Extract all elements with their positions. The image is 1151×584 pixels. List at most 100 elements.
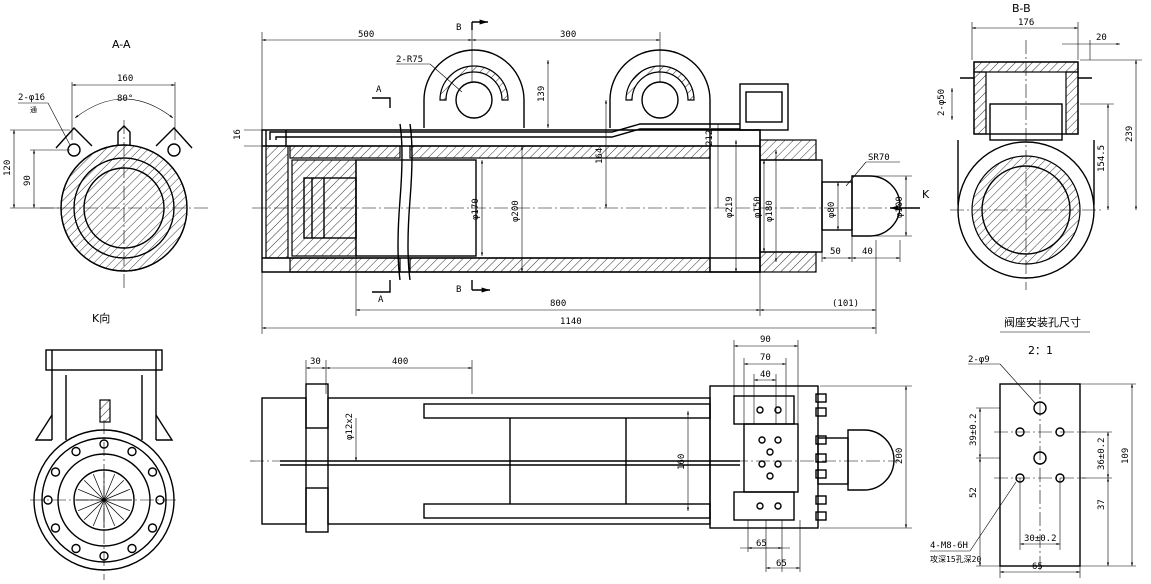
dim-40-plan: 40: [760, 370, 771, 380]
section-bb-title: B-B: [1012, 2, 1031, 15]
dim-212: 212: [705, 130, 715, 146]
dim-phi12x2: φ12x2: [345, 413, 355, 440]
dim-139: 139: [537, 86, 547, 102]
bolt-head: [815, 495, 827, 505]
dim-65-valve: 65: [1032, 562, 1043, 572]
spoke-line: [77, 488, 105, 501]
dim-120: 120: [3, 160, 13, 176]
dim-36-tol: 36±0.2: [1097, 437, 1107, 470]
dim-sr70: SR70: [868, 153, 890, 163]
spoke-line: [103, 499, 131, 512]
valve-detail-scale: 2：1: [1028, 344, 1053, 357]
spoke-line: [92, 473, 105, 501]
mount-hole: [756, 406, 764, 414]
bolt-hole: [127, 446, 137, 457]
section-b-b-view: B-B 176 20 2-φ50 239 154.5: [937, 2, 1142, 290]
rod-end-bolts: [756, 393, 827, 521]
dim-90: 90: [23, 175, 33, 186]
view-k-arrow-label: K: [922, 188, 930, 201]
dim-65-plan-b: 65: [776, 559, 787, 569]
mount-hole: [766, 472, 774, 480]
dim-109: 109: [1121, 448, 1131, 464]
plan-view: 30 400 φ12x2 160 200: [250, 335, 912, 572]
main-elevation-view: 500 300 B B A A 2-R75 139: [233, 22, 930, 334]
note-tap-depth: 攻深15孔深20: [930, 554, 981, 564]
dim-phi219: φ219: [725, 196, 735, 218]
spoke-line: [103, 479, 125, 501]
bolt-hole: [50, 523, 61, 533]
bolt-head: [815, 469, 827, 479]
mount-hole: [774, 460, 782, 468]
bolt-hole: [71, 446, 81, 457]
dim-phi150: φ150: [753, 196, 763, 218]
mount-hole: [774, 436, 782, 444]
dim-160-plan: 160: [677, 454, 687, 470]
dim-2-phi50: 2-φ50: [937, 89, 947, 116]
note-through: 通: [30, 105, 37, 114]
dim-400: 400: [392, 357, 408, 367]
dim-40: 40: [862, 247, 873, 257]
dim-160: 160: [117, 74, 133, 84]
bolt-head: [815, 453, 827, 463]
valve-detail-title: 阀座安装孔尺寸: [1004, 315, 1081, 329]
dim-154-5: 154.5: [1097, 145, 1107, 172]
dim-20: 20: [1096, 33, 1107, 43]
spoke-line: [83, 479, 105, 501]
dim-37: 37: [1097, 499, 1107, 510]
dim-4-m8: 4-M8-6H: [930, 541, 968, 551]
flange-bolt-holes: [43, 439, 165, 561]
dim-phi80: φ80: [827, 202, 837, 218]
mount-hole: [766, 448, 774, 456]
bolt-head: [815, 407, 827, 417]
mount-hole: [758, 436, 766, 444]
dim-164: 164: [595, 148, 605, 164]
dim-176: 176: [1018, 18, 1034, 28]
section-mark-a-top: A: [376, 85, 382, 95]
dim-200-plan: 200: [895, 448, 905, 464]
dim-65-plan-a: 65: [756, 539, 767, 549]
dim-90-plan: 90: [760, 335, 771, 345]
dim-500: 500: [358, 30, 374, 40]
valve-seat-detail: 阀座安装孔尺寸 2：1 2-φ9 39±0.2 52 36±0.2 37: [930, 315, 1136, 578]
mount-hole: [758, 460, 766, 468]
dim-239: 239: [1125, 126, 1135, 142]
spoke-line: [103, 499, 116, 527]
dim-16: 16: [233, 129, 243, 140]
spoke-line: [92, 499, 105, 527]
dim-phi100: φ100: [895, 196, 905, 218]
dim-52: 52: [969, 487, 979, 498]
view-k-title: K向: [92, 311, 110, 325]
dim-70-plan: 70: [760, 353, 771, 363]
mount-hole: [774, 406, 782, 414]
section-a-a-view: A-A 160 80° 2-φ16 通 120 90: [3, 38, 208, 290]
spoke-line: [103, 488, 131, 501]
bolt-hole: [127, 543, 137, 554]
mount-hole: [774, 502, 782, 510]
dim-80deg: 80°: [117, 94, 133, 104]
dim-2-phi9: 2-φ9: [968, 355, 990, 365]
spoke-line: [77, 499, 105, 512]
dim-2-phi16: 2-φ16: [18, 93, 45, 103]
dim-50: 50: [830, 247, 841, 257]
bolt-head: [815, 393, 827, 403]
section-mark-b-bottom: B: [456, 285, 461, 295]
bolt-head: [815, 435, 827, 445]
section-mark-b-top: B: [456, 23, 461, 33]
dim-101-ref: (101): [832, 299, 859, 309]
dim-1140: 1140: [560, 317, 582, 327]
spoke-line: [103, 473, 116, 501]
dim-800: 800: [550, 299, 566, 309]
dim-phi180: φ180: [765, 200, 775, 222]
dim-300: 300: [560, 30, 576, 40]
section-aa-title: A-A: [112, 38, 131, 51]
bolt-head: [815, 511, 827, 521]
spoke-line: [103, 499, 125, 521]
dim-30: 30: [310, 357, 321, 367]
mount-hole: [756, 502, 764, 510]
view-k: K向: [30, 311, 178, 580]
dim-phi200: φ200: [511, 200, 521, 222]
bolt-hole: [147, 467, 158, 477]
dim-phi170: φ170: [471, 198, 481, 220]
section-mark-a-bottom: A: [378, 295, 384, 305]
